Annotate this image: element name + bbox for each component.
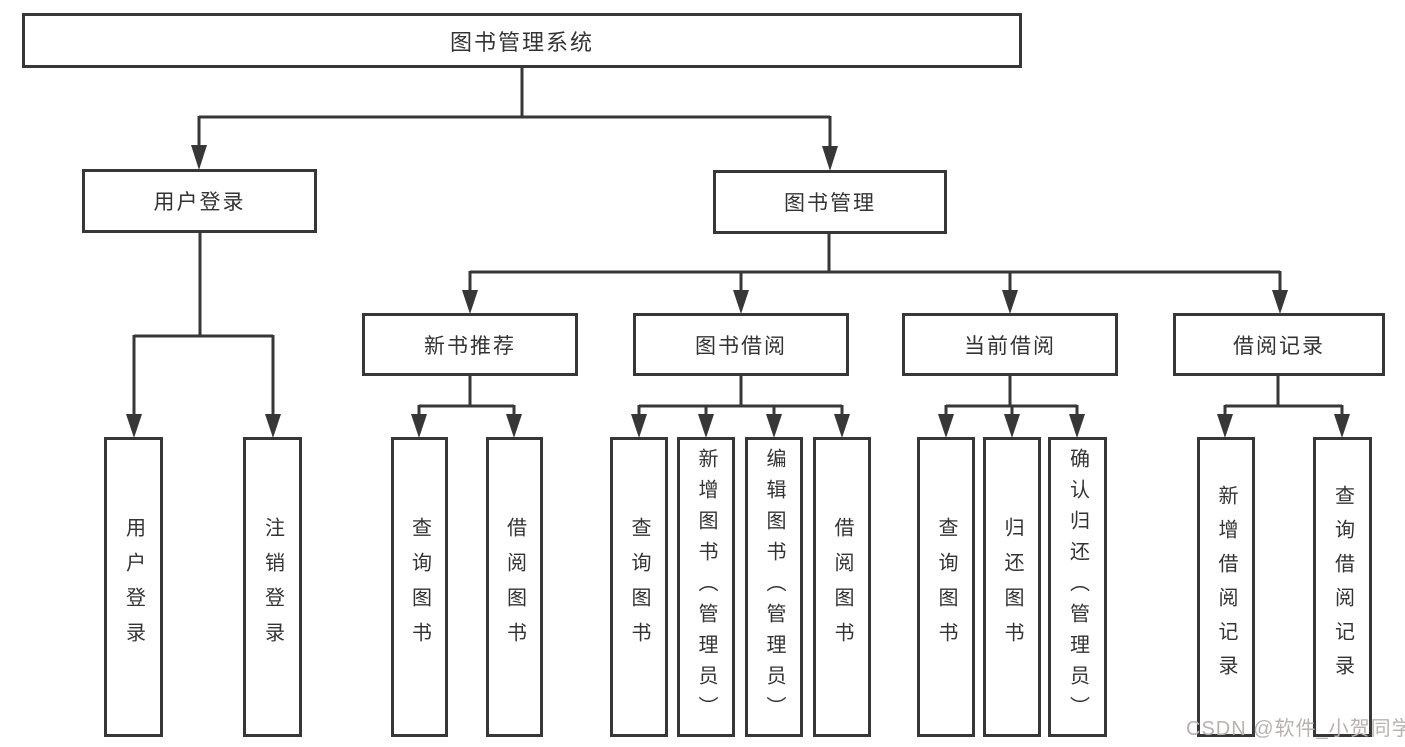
leaf-user-login: 用户登录 [104,437,163,737]
leaf-logout: 注销登录 [243,437,302,737]
leaf-label: 借阅图书 [503,517,526,657]
leaf-label: 查询图书 [408,517,431,657]
leaf-label: 查询借阅记录 [1331,485,1354,689]
leaf-query-books-borrow: 查询图书 [610,437,668,737]
leaf-label: 编辑图书（管理员） [763,447,785,727]
leaf-add-books-admin: 新增图书（管理员） [677,437,735,737]
leaf-label: 归还图书 [1001,517,1023,657]
leaf-label: 新增借阅记录 [1215,485,1237,689]
node-label: 借阅记录 [1233,334,1325,358]
node-label: 新书推荐 [424,334,516,358]
node-current-borrowing: 当前借阅 [902,313,1118,376]
leaf-query-borrow-record: 查询借阅记录 [1313,437,1372,737]
leaf-label: 用户登录 [122,517,145,657]
leaf-label: 注销登录 [261,517,284,657]
leaf-label: 查询图书 [935,517,957,657]
node-borrowing-records: 借阅记录 [1173,313,1385,376]
node-label: 用户登录 [153,191,246,214]
leaf-borrow-books-recommend: 借阅图书 [486,437,543,737]
node-label: 当前借阅 [964,334,1056,358]
leaf-edit-books-admin: 编辑图书（管理员） [745,437,803,737]
leaf-label: 新增图书（管理员） [695,447,717,727]
node-label: 图书借阅 [695,334,787,358]
node-label: 图书管理 [784,192,876,215]
leaf-confirm-return-admin: 确认归还（管理员） [1048,437,1107,737]
leaf-query-books-recommend: 查询图书 [391,437,448,737]
leaf-label: 确认归还（管理员） [1066,447,1089,727]
node-user-login: 用户登录 [82,169,317,233]
node-book-borrowing: 图书借阅 [633,313,849,376]
csdn-watermark: CSDN @软件_小贺同学 [1186,718,1405,740]
node-label: 图书管理系统 [449,29,594,55]
leaf-return-books: 归还图书 [983,437,1041,737]
node-book-management: 图书管理 [713,170,947,234]
arrowhead-icons [126,145,1350,438]
leaf-add-borrow-record: 新增借阅记录 [1197,437,1255,737]
leaf-label: 查询图书 [628,517,650,657]
leaf-query-books-current: 查询图书 [917,437,975,737]
leaf-label: 借阅图书 [831,517,853,657]
leaf-borrow-books: 借阅图书 [813,437,871,737]
node-library-management-system: 图书管理系统 [22,13,1022,68]
node-new-book-recommend: 新书推荐 [362,313,578,376]
